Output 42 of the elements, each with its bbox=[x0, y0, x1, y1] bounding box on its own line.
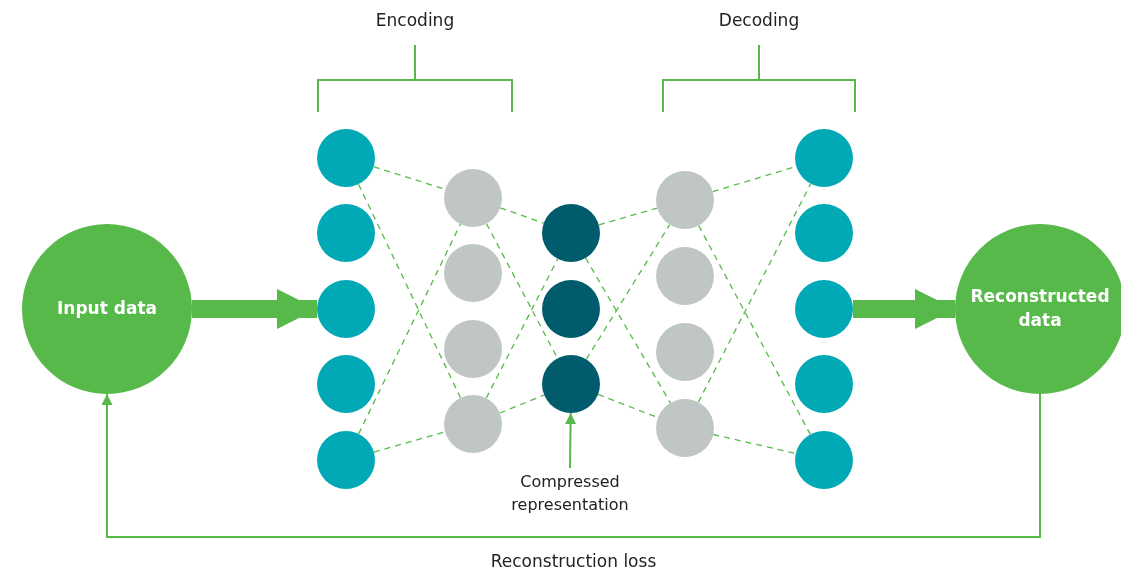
neuron-circle bbox=[317, 129, 375, 187]
section-label: Decoding bbox=[718, 10, 800, 30]
neuron-circle bbox=[317, 204, 375, 262]
section-label: Encoding bbox=[375, 10, 455, 30]
neuron-circle bbox=[656, 247, 714, 305]
dashed-line bbox=[598, 207, 658, 226]
neuron-circle bbox=[795, 204, 853, 262]
node-label: Reconstructed data bbox=[969, 285, 1111, 332]
node-label: Input data bbox=[57, 297, 157, 321]
dashed-line bbox=[584, 257, 672, 404]
neuron-circle bbox=[795, 280, 853, 338]
dashed-line bbox=[698, 224, 811, 436]
neuron-circle bbox=[444, 320, 502, 378]
dashed-line bbox=[585, 224, 671, 360]
neuron-circle bbox=[795, 129, 853, 187]
arrow bbox=[101, 393, 1041, 538]
dashed-line bbox=[499, 394, 545, 414]
dashed-line bbox=[485, 223, 559, 359]
leader-arrow bbox=[565, 412, 577, 469]
dashed-line bbox=[697, 183, 812, 403]
neuron-circle bbox=[444, 169, 502, 227]
neuron-circle bbox=[656, 399, 714, 457]
dashed-line bbox=[485, 258, 559, 399]
neuron-circle bbox=[317, 431, 375, 489]
dashed-line bbox=[373, 431, 446, 453]
neuron-circle bbox=[795, 355, 853, 413]
dashed-line bbox=[712, 433, 797, 455]
neuron-circle bbox=[542, 280, 600, 338]
neuron-circle bbox=[317, 280, 375, 338]
dashed-line bbox=[499, 207, 545, 224]
neuron-circle bbox=[444, 244, 502, 302]
neuron-circle bbox=[444, 395, 502, 453]
neuron-circle bbox=[542, 355, 600, 413]
neuron-circle bbox=[542, 204, 600, 262]
neuron-circle bbox=[317, 355, 375, 413]
dashed-line bbox=[357, 223, 462, 435]
neuron-circle bbox=[795, 431, 853, 489]
neuron-circle bbox=[656, 323, 714, 381]
dashed-line bbox=[357, 183, 462, 399]
neuron-circle bbox=[656, 171, 714, 229]
block-arrow bbox=[192, 289, 317, 329]
block-arrow bbox=[853, 289, 955, 329]
